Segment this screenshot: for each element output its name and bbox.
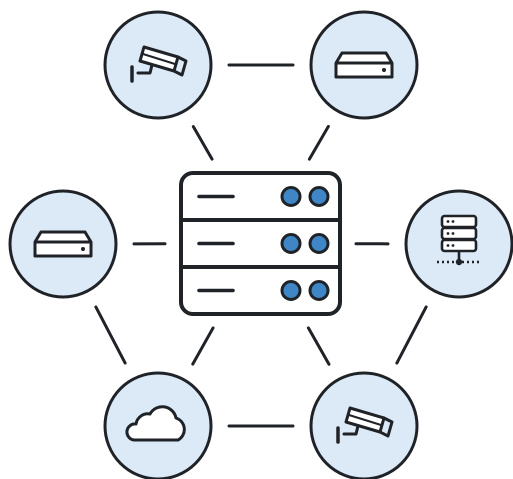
link-mid-left-bottom-left bbox=[94, 305, 127, 365]
node-mid-left bbox=[8, 189, 118, 299]
node-bottom-right bbox=[309, 371, 419, 479]
hard-drive-icon bbox=[334, 51, 394, 79]
status-light bbox=[280, 280, 302, 301]
device-nodes bbox=[8, 10, 513, 479]
link-mid-right-bottom-right bbox=[395, 305, 428, 365]
status-light bbox=[280, 233, 302, 254]
central-server bbox=[179, 171, 342, 316]
server-unit bbox=[197, 186, 330, 207]
security-camera-icon bbox=[336, 406, 394, 444]
link-bottom-right-hub bbox=[306, 326, 331, 366]
node-top-right bbox=[309, 10, 419, 120]
link-bottom-left-hub bbox=[191, 326, 215, 366]
node-mid-right bbox=[404, 189, 513, 299]
status-light bbox=[308, 233, 330, 254]
server-rack-icon bbox=[179, 171, 342, 316]
connection-lines bbox=[94, 63, 428, 428]
node-top-left bbox=[103, 10, 213, 120]
status-light bbox=[280, 186, 302, 207]
security-camera-icon bbox=[130, 45, 188, 83]
server-unit bbox=[181, 265, 340, 301]
hard-drive-icon bbox=[33, 230, 93, 258]
link-top-right-hub bbox=[307, 124, 330, 161]
network-server-icon bbox=[437, 214, 481, 266]
status-light bbox=[308, 280, 330, 301]
cloud-icon bbox=[125, 405, 186, 442]
link-top-left-hub bbox=[191, 125, 214, 161]
status-light bbox=[308, 186, 330, 207]
node-bottom-left bbox=[103, 371, 213, 479]
server-unit bbox=[181, 218, 340, 254]
